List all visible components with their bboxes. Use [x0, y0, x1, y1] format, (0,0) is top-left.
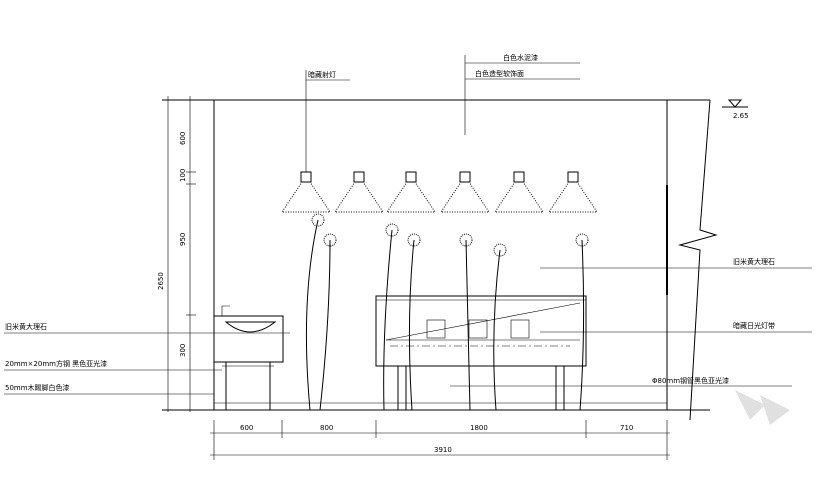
elevation-value: 2.65: [733, 112, 749, 120]
plant-stems: [305, 213, 589, 411]
horizontal-dimensions: 600 800 1800 710 3910: [210, 420, 670, 460]
plant-head-2: [323, 233, 337, 247]
plant-stem-1: [305, 219, 319, 411]
basin-bowl: [224, 321, 277, 333]
label-top-3: 暗藏射灯: [308, 70, 336, 79]
label-right-3: Φ80mm钢管黑色亚光漆: [652, 376, 729, 385]
pendant-light-5: [494, 171, 544, 213]
plant-head-4: [407, 233, 421, 247]
plant-head-1: [311, 213, 325, 227]
dim-total: 3910: [434, 446, 452, 454]
label-left-3: 50mm木踢脚白色漆: [5, 383, 70, 392]
plant-stem-7: [579, 239, 585, 411]
top-callouts: 白色水泥漆 白色造型软饰面 暗藏射灯: [305, 53, 580, 172]
plant-stem-2: [319, 239, 331, 411]
pot-3: [510, 319, 530, 339]
dim-v-300: 300: [179, 344, 187, 357]
label-left-1: 旧米黄大理石: [5, 322, 47, 331]
label-top-2: 白色造型软饰面: [475, 69, 524, 78]
plant-head-7: [575, 233, 589, 247]
basin-counter: [213, 315, 284, 363]
pot-2: [468, 319, 488, 339]
plant-head-6: [493, 243, 507, 257]
pendant-light-1: [281, 171, 331, 213]
pot-1: [426, 319, 446, 339]
watermark-icon: [735, 390, 790, 425]
right-callouts: 旧米黄大理石 暗藏日光灯带 Φ80mm钢管黑色亚光漆: [450, 257, 812, 387]
label-top-1: 白色水泥漆: [503, 53, 538, 62]
pendant-light-2: [334, 171, 384, 213]
pendant-light-6: [548, 171, 598, 213]
plant-head-5: [459, 233, 473, 247]
break-line: [678, 99, 718, 421]
dim-v-100: 100: [179, 169, 187, 182]
faucet-icon: [221, 305, 230, 316]
pendant-lights: [281, 171, 598, 213]
dim-v-2650: 2650: [157, 272, 165, 290]
dim-h-710: 710: [620, 424, 633, 432]
dim-h-600: 600: [240, 424, 253, 432]
planter-body: [375, 295, 587, 367]
vertical-dimensions: 600 100 950 2650 300: [157, 96, 196, 412]
plant-stem-3: [383, 229, 393, 411]
planter-box: [375, 295, 587, 410]
elevation-mark: 2.65: [722, 99, 749, 120]
left-callouts: 旧米黄大理石 20mm×20mm方钢 黑色亚光漆 50mm木踢脚白色漆: [4, 322, 290, 395]
dim-v-600: 600: [179, 132, 187, 145]
dim-h-1800: 1800: [470, 424, 488, 432]
label-left-2: 20mm×20mm方钢 黑色亚光漆: [5, 359, 107, 368]
label-right-2: 暗藏日光灯带: [733, 321, 775, 330]
plant-head-3: [385, 223, 399, 237]
basin-cabinet: [213, 305, 284, 410]
label-right-1: 旧米黄大理石: [733, 257, 775, 266]
pendant-light-4: [440, 171, 490, 213]
dim-v-950: 950: [179, 233, 187, 246]
plant-stem-5: [465, 239, 471, 411]
pendant-light-3: [386, 171, 436, 213]
dim-h-800: 800: [320, 424, 333, 432]
plant-stem-6: [493, 249, 501, 411]
plant-stem-4: [408, 239, 415, 411]
